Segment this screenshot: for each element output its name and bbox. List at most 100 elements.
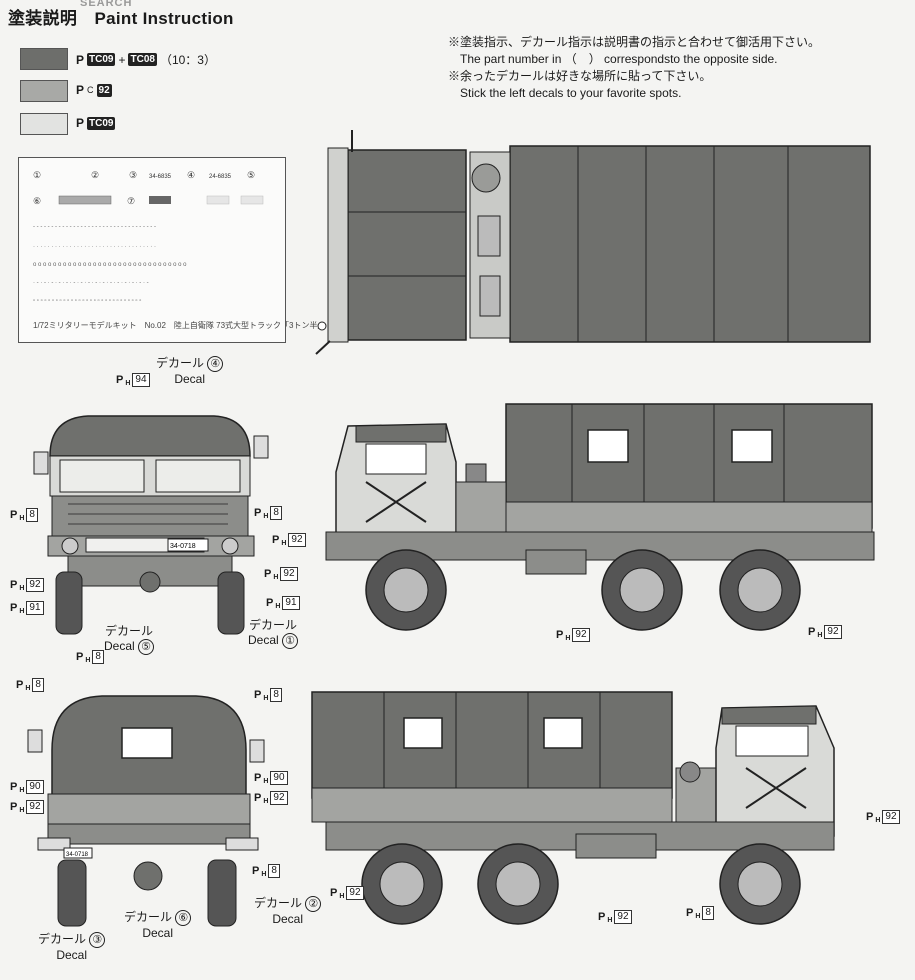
paint-prefix: P [686,907,694,919]
paint-sub: H [263,694,269,702]
paint-number: 8 [26,508,38,522]
paint-prefix: P [866,811,874,823]
paint-prefix: P [76,651,84,663]
svg-text:⑤: ⑤ [247,170,255,180]
decal-number: ① [282,633,299,649]
paint-number: 92 [346,886,364,900]
paint-number: 8 [270,506,282,520]
decal-number: ③ [89,932,106,948]
paint-prefix: P [556,629,564,641]
paint-sub: H [273,573,279,581]
paint-prefix: P [76,116,85,130]
paint-plus: + [118,52,126,67]
paint-number: 94 [132,373,150,387]
paint-number: 92 [572,628,590,642]
svg-text:⑥: ⑥ [33,196,41,206]
paint-sub: H [25,684,31,692]
decal-jp: デカール [38,932,87,946]
paint-number: 8 [702,906,714,920]
paint-prefix: P [10,509,18,521]
paint-sub: H [19,514,25,522]
front-plate-text: 34-0718 [170,543,196,550]
paint-prefix: P [10,602,18,614]
paint-label-1: P TC09 + TC08 （10：3） [76,51,216,68]
paint-number: 92 [26,578,44,592]
decal-number: ⑤ [138,639,155,655]
paint-number: 91 [26,601,44,615]
decal-en: Decal [174,372,206,386]
svg-text:④: ④ [187,170,195,180]
note-line: ※塗装指示、デカール指示は説明書の指示と合わせて御活用下さい。 [448,35,821,49]
svg-text:②: ② [91,170,99,180]
decal-jp: デカール [124,910,173,924]
decal-jp: デカール [156,356,205,370]
rear-plate-text: 34-0718 [66,852,89,858]
paint-sub: H [19,806,25,814]
note-line: The part number in （ ） correspondsto the… [460,52,778,66]
paint-sub: C [87,85,94,95]
paint-sub: H [125,379,131,387]
paint-sub: H [19,607,25,615]
decal-en: Decal [142,926,174,940]
paint-sub: H [817,631,823,639]
paint-prefix: P [808,626,816,638]
paint-number: 92 [824,625,842,639]
truck-top-view [315,130,871,355]
paint-swatch-mid [20,80,68,102]
truck-side-view-right [311,691,835,925]
paint-number: 92 [270,791,288,805]
paint-sub: H [19,786,25,794]
paint-sub: H [281,539,287,547]
paint-number: 8 [32,678,44,692]
decal-jp: デカール [254,896,303,910]
decal-en: Decal [272,912,304,926]
note-line: ※余ったデカールは好きな場所に貼って下さい。 [448,69,712,83]
paint-prefix: P [254,689,262,701]
paint-number: 8 [268,864,280,878]
paint-prefix: P [252,865,260,877]
paint-prefix: P [116,374,124,386]
paint-code: 92 [96,83,112,97]
paint-prefix: P [10,801,18,813]
paint-prefix: P [254,772,262,784]
svg-text:· · · · · · · · · · · · · · ·: · · · · · · · · · · · · · · · · · · · · … [33,244,156,250]
paint-code: TC08 [128,53,157,66]
paint-sub: H [565,634,571,642]
svg-text:③: ③ [129,170,137,180]
paint-number: 92 [882,810,900,824]
notes-block: ※塗装指示、デカール指示は説明書の指示と合わせて御活用下さい。 The part… [448,34,820,102]
svg-text:o o o o o o o o o o o o o o o: o o o o o o o o o o o o o o o o o o o o … [33,262,187,268]
paint-prefix: P [10,579,18,591]
paint-sub: H [85,656,91,664]
truck-side-view-left [325,403,875,631]
decal-en: Decal [56,948,88,962]
decal-en: Decal [248,633,279,647]
decal-number: ④ [207,356,224,372]
paint-sub: H [875,816,881,824]
svg-text:⑦: ⑦ [127,196,135,206]
decal-en: Decal [104,639,135,653]
paint-prefix: P [254,792,262,804]
paint-prefix: P [598,911,606,923]
paint-prefix: P [266,597,274,609]
